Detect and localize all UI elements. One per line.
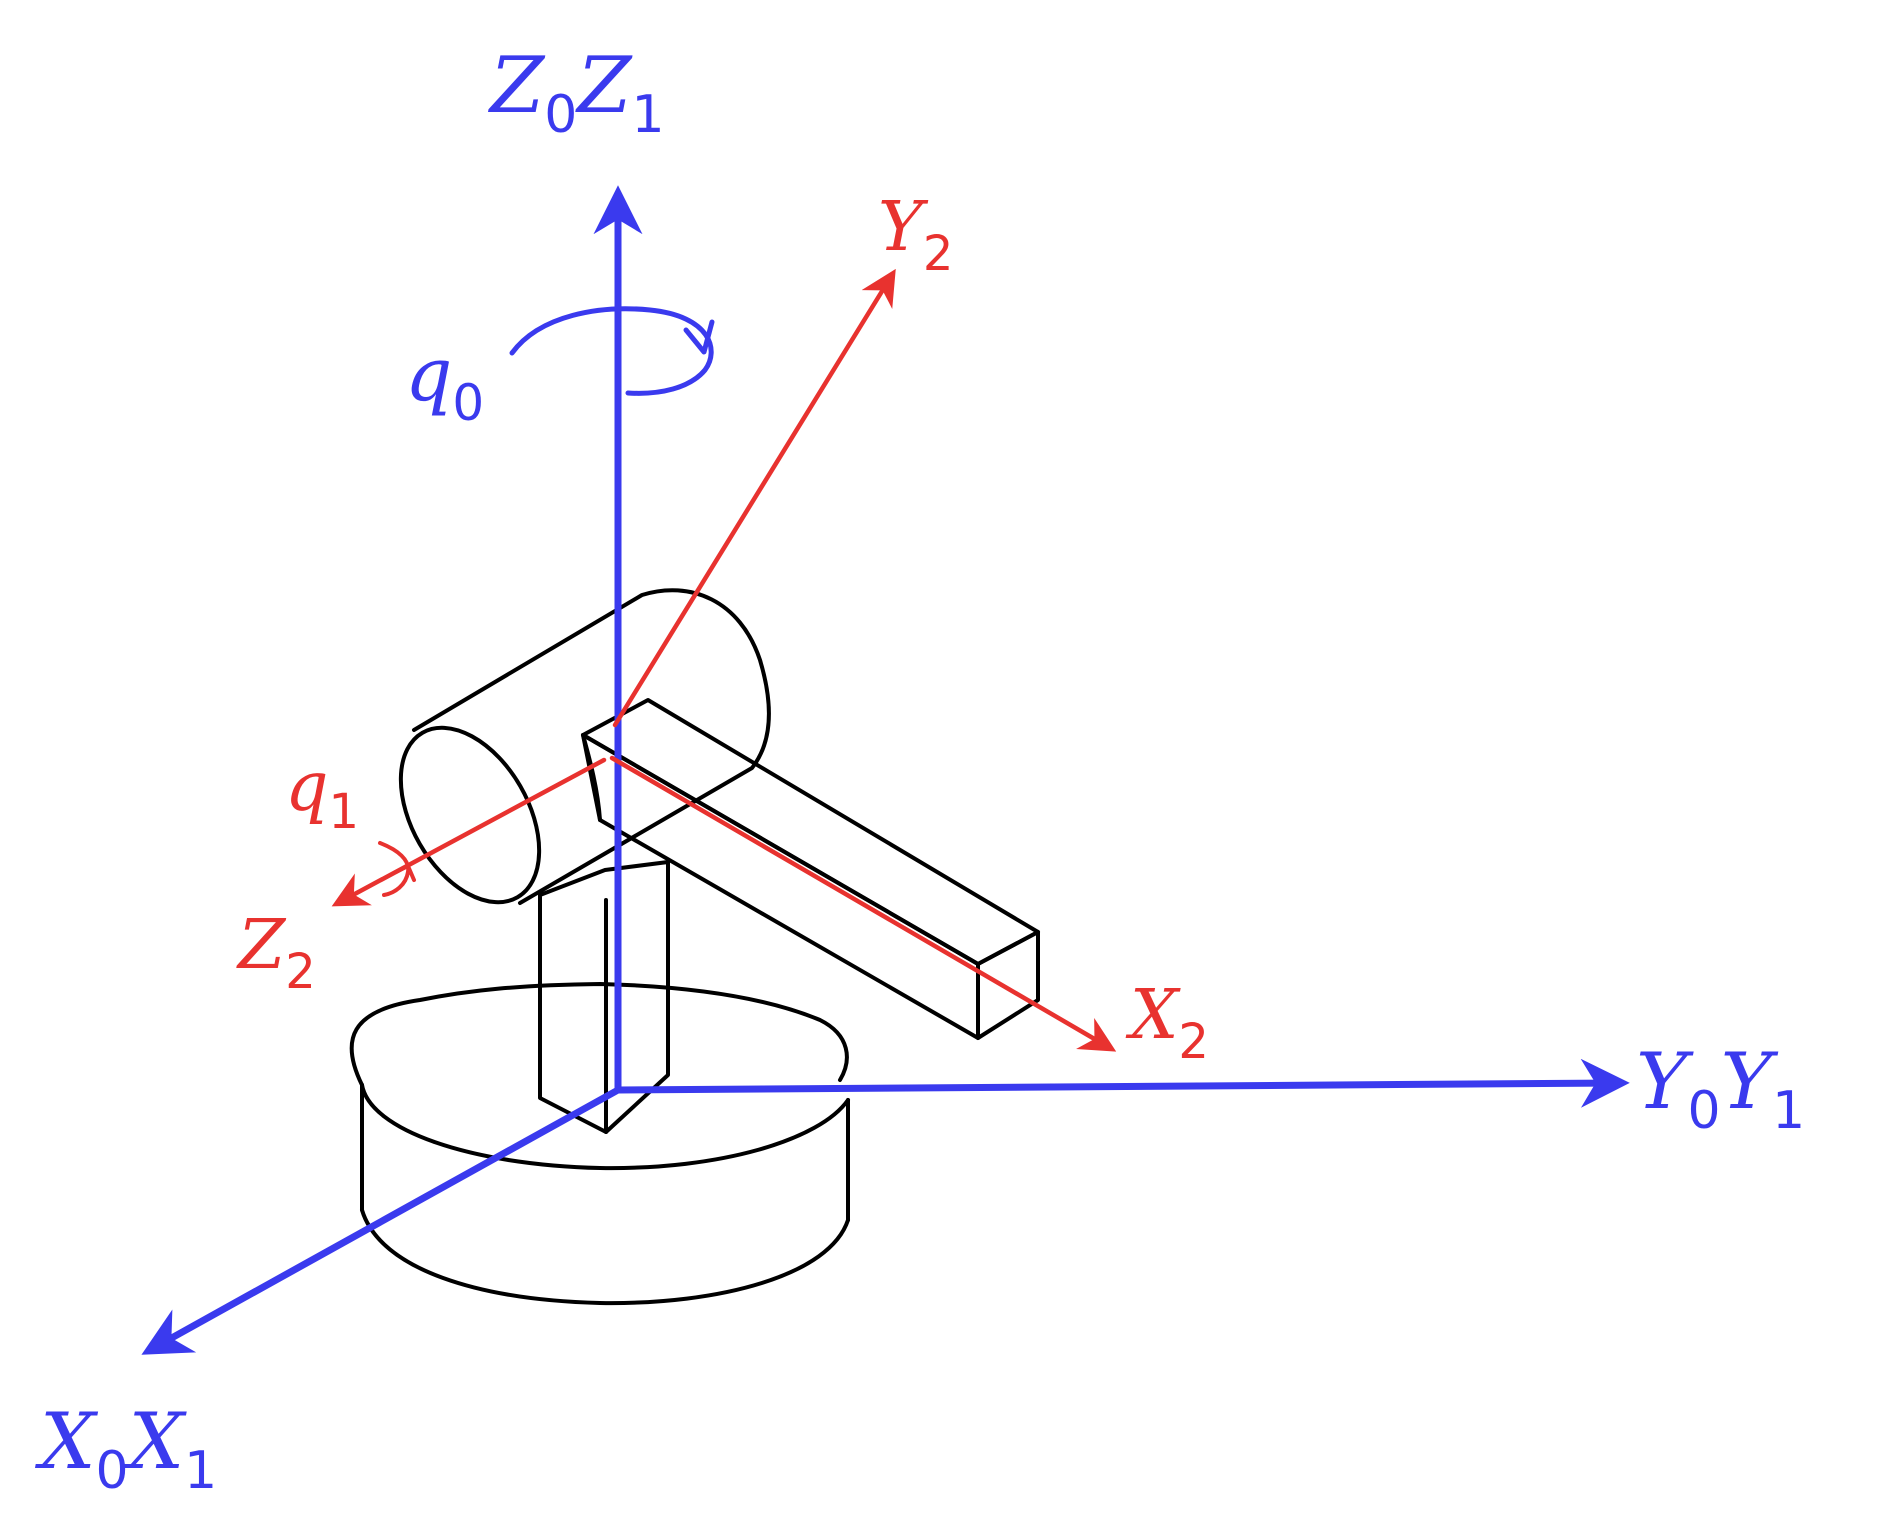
x0x1-label: X0X1 bbox=[34, 1397, 217, 1501]
link-frame-axes bbox=[331, 268, 1117, 1052]
y0y1-axis bbox=[614, 1058, 1630, 1108]
z0z1-label: Z0Z1 bbox=[487, 41, 665, 145]
robot-arm-drawing bbox=[349, 588, 1040, 1306]
y0y1-label: Y0Y1 bbox=[1636, 1037, 1805, 1141]
base-frame-axes bbox=[141, 185, 1630, 1355]
axis-labels: Z0Z1 Y0Y1 X0X1 q0 Y2 X2 Z2 q1 bbox=[34, 41, 1805, 1501]
q1-rotation-arrow bbox=[378, 841, 416, 897]
z2-label: Z2 bbox=[236, 906, 316, 1000]
arm-link-box bbox=[581, 698, 1040, 1040]
x2-label: X2 bbox=[1125, 976, 1209, 1070]
base-cylinder bbox=[349, 982, 850, 1306]
z2-axis bbox=[331, 757, 607, 907]
q0-label: q0 bbox=[405, 332, 484, 432]
x0x1-axis bbox=[141, 1086, 622, 1355]
q0-rotation-arrow bbox=[509, 306, 715, 396]
x2-axis bbox=[609, 755, 1117, 1052]
shoulder-cylinder bbox=[398, 588, 771, 905]
y2-axis bbox=[612, 268, 896, 728]
q1-label: q1 bbox=[285, 748, 359, 840]
y2-label: Y2 bbox=[878, 188, 953, 282]
